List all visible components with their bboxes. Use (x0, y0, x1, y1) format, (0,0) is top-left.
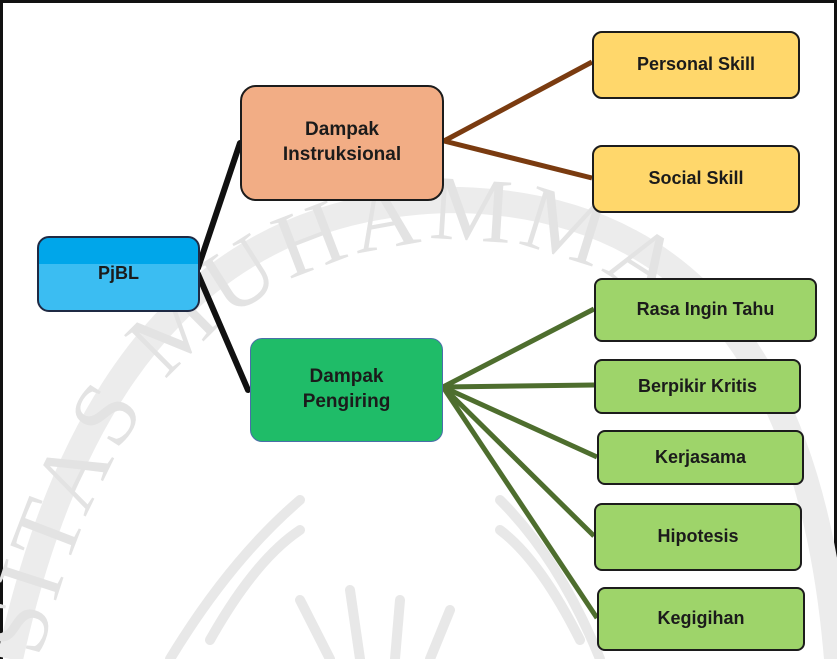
connector-pengiring-kerjasama (441, 384, 599, 460)
node-berpikir-kritis-label: Berpikir Kritis (637, 375, 758, 396)
connector-instruksional-social (443, 138, 593, 181)
node-hipotesis-label: Hipotesis (657, 526, 739, 547)
node-kerjasama: Kerjasama (597, 430, 804, 485)
connector-root-instruksional (195, 140, 243, 271)
node-rasa-ingin-tahu: Rasa Ingin Tahu (594, 278, 817, 342)
watermark-wheat-icon (165, 495, 605, 659)
node-dampak-instruksional-label: Dampak Instruksional (282, 119, 402, 165)
connector-root-pengiring (195, 271, 251, 393)
connector-pengiring-rasa (441, 306, 596, 390)
node-kegigihan: Kegigihan (597, 587, 805, 651)
node-kerjasama-label: Kerjasama (654, 446, 747, 467)
connector-pengiring-kegigihan (440, 385, 600, 620)
connector-pengiring-hipotesis (441, 385, 596, 538)
node-dampak-instruksional: Dampak Instruksional (240, 85, 444, 201)
connector-instruksional-personal (442, 59, 594, 144)
node-pjbl-label: PjBL (97, 263, 139, 284)
node-kegigihan-label: Kegigihan (657, 608, 745, 629)
node-dampak-pengiring-label: Dampak Pengiring (302, 366, 391, 412)
node-rasa-ingin-tahu-label: Rasa Ingin Tahu (636, 299, 775, 320)
node-personal-skill-label: Personal Skill (636, 54, 756, 75)
node-personal-skill: Personal Skill (592, 31, 800, 99)
node-berpikir-kritis: Berpikir Kritis (594, 359, 801, 414)
node-social-skill-label: Social Skill (648, 168, 744, 189)
node-hipotesis: Hipotesis (594, 503, 802, 571)
node-dampak-pengiring: Dampak Pengiring (250, 338, 443, 442)
connector-pengiring-berpikir (442, 382, 595, 390)
node-pjbl: PjBL (37, 236, 200, 312)
node-social-skill: Social Skill (592, 145, 800, 213)
